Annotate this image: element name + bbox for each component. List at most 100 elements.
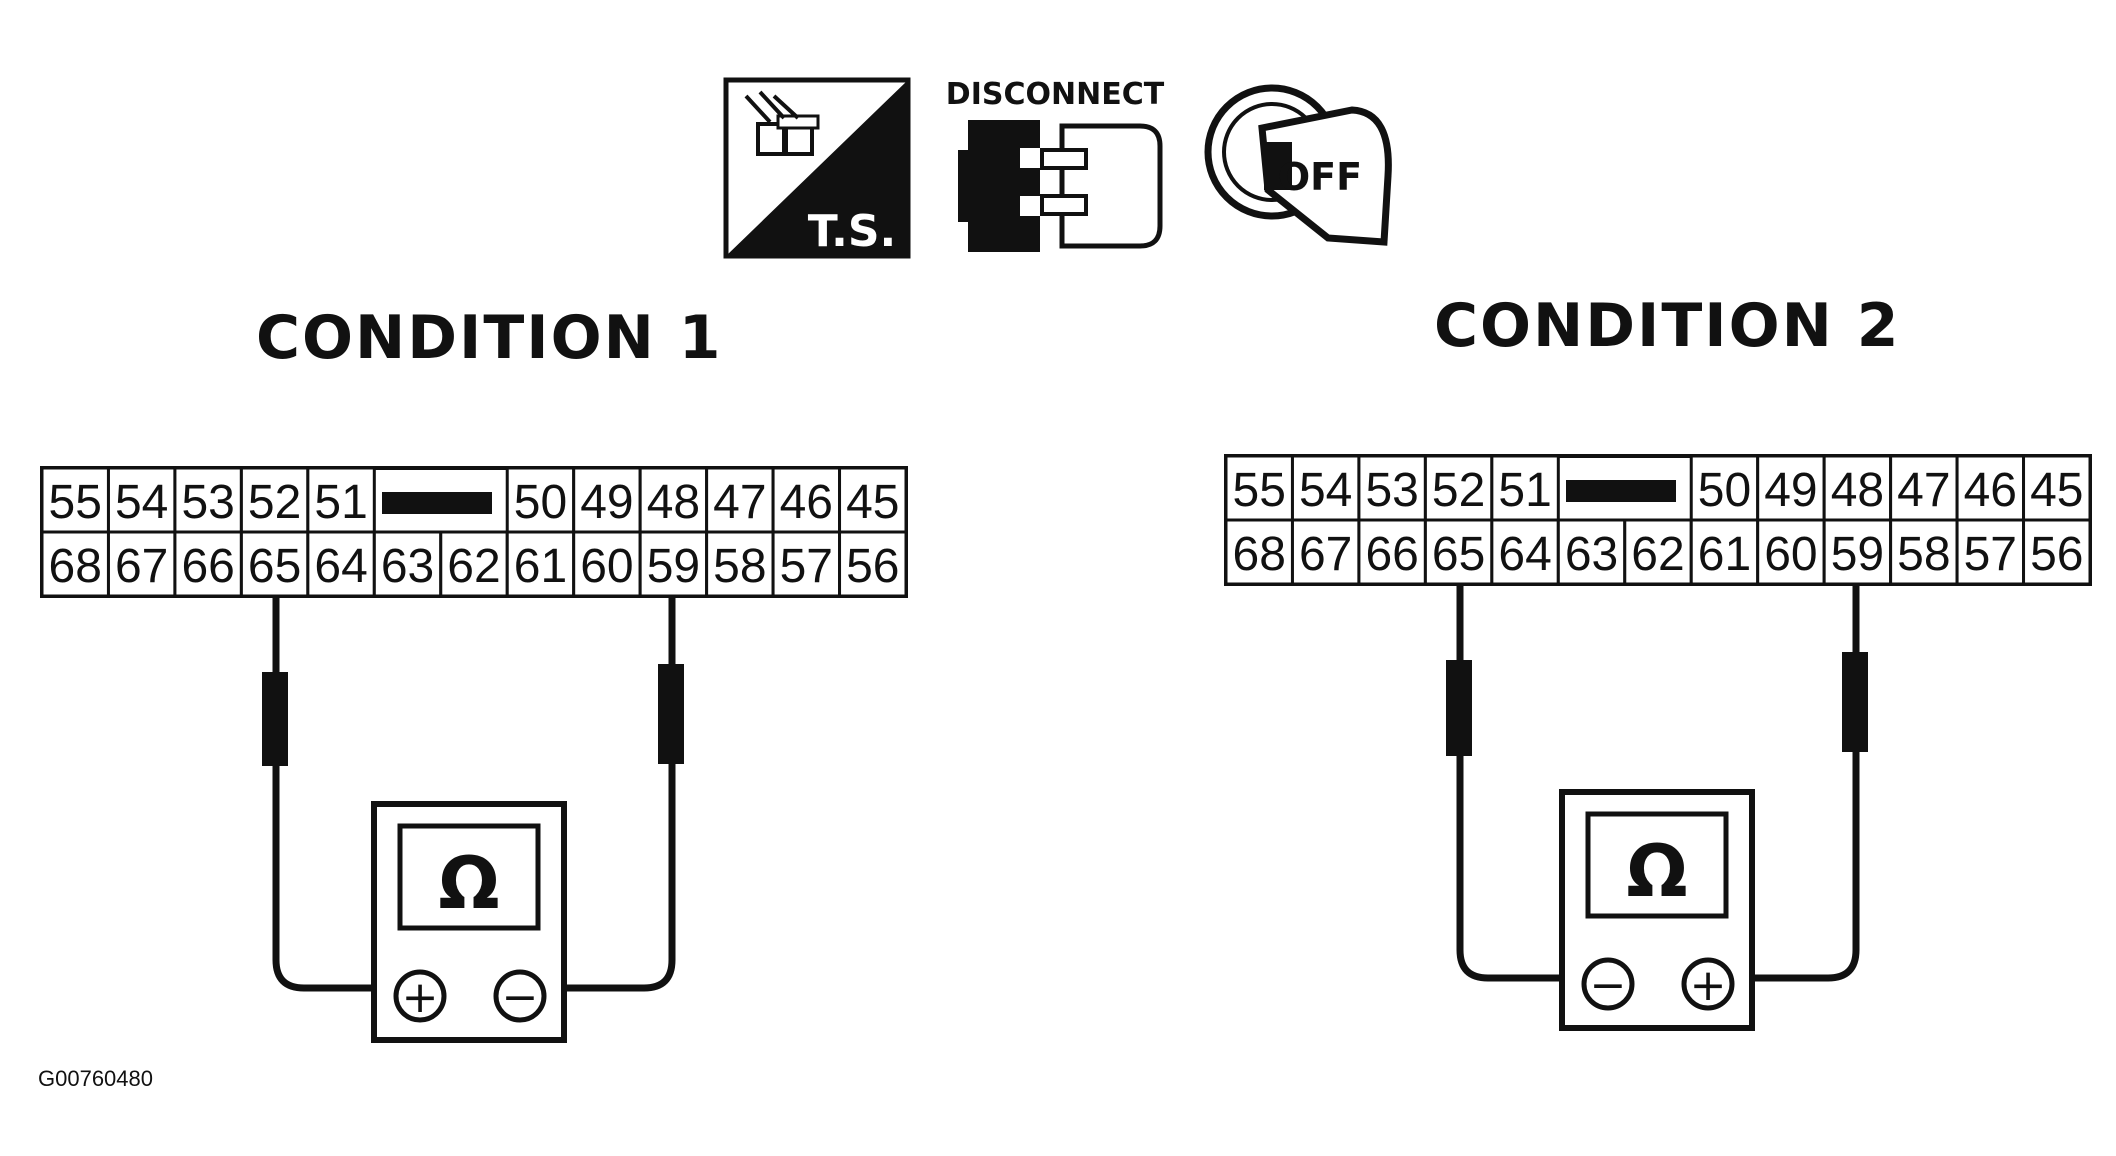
pin-label: 60	[580, 540, 633, 593]
terminal-2-right-symbol: +	[1690, 960, 1727, 1011]
pin-cell	[838, 466, 908, 534]
pin-cell	[173, 530, 243, 598]
pin-cell	[1756, 518, 1826, 586]
condition-1-title: CONDITION 1	[256, 303, 723, 373]
pin-label: 64	[314, 540, 367, 593]
pin-label: 53	[1365, 464, 1418, 517]
pin-cell	[106, 466, 177, 534]
pin-label: 46	[780, 476, 833, 529]
ohm-symbol-2: Ω	[1626, 829, 1687, 913]
pin-label: 64	[1498, 528, 1551, 581]
probe-leads-1	[262, 596, 684, 992]
terminal-1-left-symbol: +	[402, 972, 439, 1023]
pin-label: 67	[1299, 528, 1352, 581]
relay-icon	[744, 90, 820, 156]
pin-cell	[1756, 454, 1826, 522]
pin-label: 67	[115, 540, 168, 593]
probe-1-left	[262, 672, 288, 766]
terminal-2-left	[1581, 957, 1635, 1011]
pin-cell	[1623, 518, 1693, 586]
pin-label: 66	[1365, 528, 1418, 581]
pin-cell	[372, 530, 443, 598]
pin-label: 54	[115, 476, 168, 529]
pin-cell	[1490, 454, 1560, 522]
disconnect-label: DISCONNECT	[946, 77, 1165, 112]
pin-label: 60	[1764, 528, 1817, 581]
pin-cell	[306, 466, 376, 534]
pin-label: 68	[49, 540, 102, 593]
ohmmeter-1-display	[397, 823, 541, 931]
pin-cell	[572, 530, 642, 598]
pin-label: 59	[1831, 528, 1884, 581]
pin-label: 68	[1233, 528, 1286, 581]
disconnect-icon: DISCONNECT	[946, 77, 1165, 252]
probe-2-left	[1446, 660, 1472, 756]
test-system-label: T.S.	[808, 206, 896, 257]
condition-2-title: CONDITION 2	[1434, 291, 1901, 361]
ohm-symbol-1: Ω	[438, 841, 499, 925]
pin-label: 47	[713, 476, 766, 529]
pin-label: 58	[713, 540, 766, 593]
ohmmeter-2-display	[1585, 811, 1729, 919]
pin-cell	[572, 466, 642, 534]
pin-label: 51	[1498, 464, 1551, 517]
pin-label: 56	[2030, 528, 2083, 581]
pin-cell	[1955, 518, 2026, 586]
pin-label: 49	[580, 476, 633, 529]
pin-label: 50	[514, 476, 567, 529]
probe-2-right	[1842, 652, 1868, 752]
pin-label: 61	[514, 540, 567, 593]
pin-label: 55	[1233, 464, 1286, 517]
terminal-1-right-symbol: −	[502, 972, 539, 1023]
pin-label: 47	[1897, 464, 1950, 517]
pin-label: 59	[647, 540, 700, 593]
pin-label: 57	[1964, 528, 2017, 581]
pin-cell	[1290, 518, 1361, 586]
pin-label: 55	[49, 476, 102, 529]
probe-lead-1-left	[272, 596, 380, 992]
terminal-1-left	[393, 969, 447, 1023]
ignition-key-icon: OFF	[1204, 84, 1392, 246]
pin-label: 63	[1565, 528, 1618, 581]
pin-cell	[2022, 454, 2092, 522]
pin-label: 57	[780, 540, 833, 593]
test-system-icon: T.S.	[723, 77, 911, 259]
connector-2-key-slot	[1566, 480, 1676, 502]
terminal-1-right	[493, 969, 547, 1023]
pin-label: 52	[248, 476, 301, 529]
pin-label: 65	[248, 540, 301, 593]
pin-cell	[1689, 518, 1760, 586]
pin-cell	[1889, 454, 1959, 522]
pin-cell	[40, 466, 110, 534]
figure-id: G00760480	[38, 1066, 153, 1091]
pin-label: 66	[181, 540, 234, 593]
pin-cell	[2022, 518, 2092, 586]
terminal-2-right	[1681, 957, 1735, 1011]
probe-leads-2	[1446, 584, 1868, 982]
probe-lead-2-right	[1748, 584, 1860, 982]
pin-label: 48	[647, 476, 700, 529]
pin-cell	[239, 530, 310, 598]
ohmmeter-1: Ω + −	[371, 801, 567, 1043]
pin-label: 54	[1299, 464, 1352, 517]
pin-cell	[1224, 518, 1294, 586]
pin-cell	[1290, 454, 1361, 522]
pin-cell	[106, 530, 177, 598]
pin-cell	[1423, 518, 1494, 586]
pin-label: 62	[447, 540, 500, 593]
pin-label: 46	[1964, 464, 2017, 517]
pin-label: 52	[1432, 464, 1485, 517]
probe-1-right	[658, 664, 684, 764]
ignition-off-label: OFF	[1278, 155, 1362, 199]
pin-label: 49	[1764, 464, 1817, 517]
pin-label: 56	[846, 540, 899, 593]
